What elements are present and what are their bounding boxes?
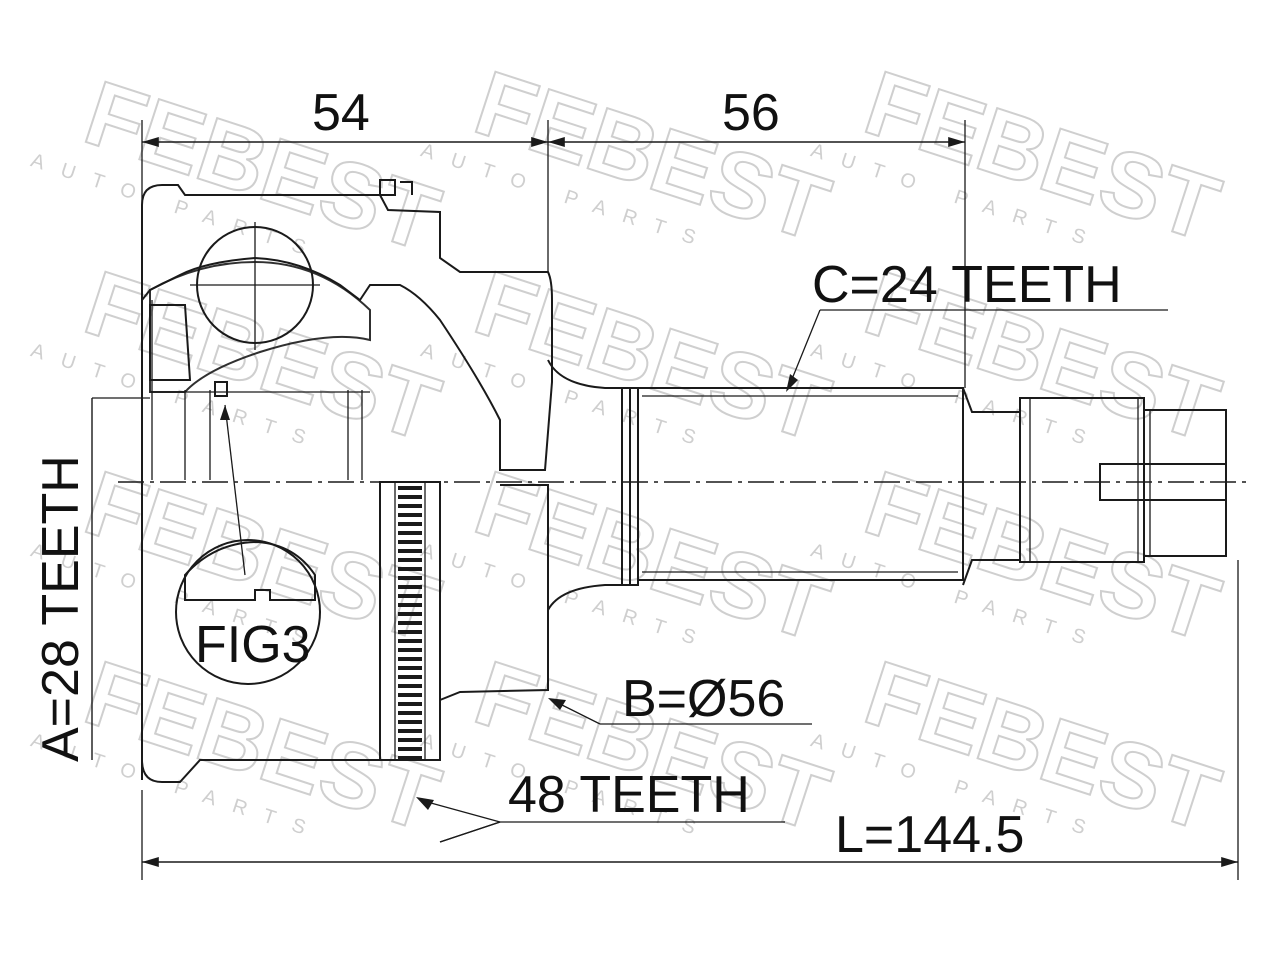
dimension-lines: 54 56 L=144.5 A=28 TEETH (32, 84, 1239, 880)
abs-tone-ring (379, 481, 441, 761)
fig3-detail: FIG3 (175, 404, 321, 685)
abs-tooth (398, 639, 422, 643)
outer-race-housing (141, 179, 553, 783)
abs-tooth (398, 486, 422, 490)
c-teeth-label: C=24 TEETH (812, 256, 1122, 314)
abs-tooth (398, 702, 422, 706)
abs-tooth (398, 576, 422, 580)
abs-tooth (398, 612, 422, 616)
overall-length-label: L=144.5 (835, 806, 1024, 864)
abs-tooth (398, 657, 422, 661)
abs-tooth (398, 738, 422, 742)
abs-teeth-label: 48 TEETH (508, 766, 750, 824)
abs-tooth (398, 648, 422, 652)
abs-tooth (398, 621, 422, 625)
abs-tooth (398, 711, 422, 715)
abs-tooth (398, 522, 422, 526)
abs-tooth (398, 540, 422, 544)
leader-lines: C=24 TEETH B=Ø56 48 TEETH (416, 256, 1168, 843)
abs-tooth (398, 729, 422, 733)
abs-tooth (398, 594, 422, 598)
abs-tooth (398, 558, 422, 562)
abs-tooth (398, 747, 422, 751)
abs-tooth (398, 666, 422, 670)
b-diameter-label: B=Ø56 (622, 670, 785, 728)
abs-tooth (398, 504, 422, 508)
fig3-label: FIG3 (195, 616, 311, 674)
dimension-56: 56 (722, 84, 780, 142)
abs-tooth (398, 603, 422, 607)
stub-shaft (547, 359, 1227, 611)
abs-tooth (398, 531, 422, 535)
abs-tooth (398, 675, 422, 679)
dimension-54: 54 (312, 84, 370, 142)
abs-tooth (398, 549, 422, 553)
abs-tooth (398, 684, 422, 688)
abs-tooth (398, 495, 422, 499)
abs-tooth (398, 693, 422, 697)
abs-tooth (398, 630, 422, 634)
a-teeth-label: A=28 TEETH (32, 455, 90, 762)
abs-tooth (398, 585, 422, 589)
abs-tooth (398, 756, 422, 760)
abs-tooth (398, 720, 422, 724)
abs-tooth (398, 513, 422, 517)
abs-tooth (398, 567, 422, 571)
